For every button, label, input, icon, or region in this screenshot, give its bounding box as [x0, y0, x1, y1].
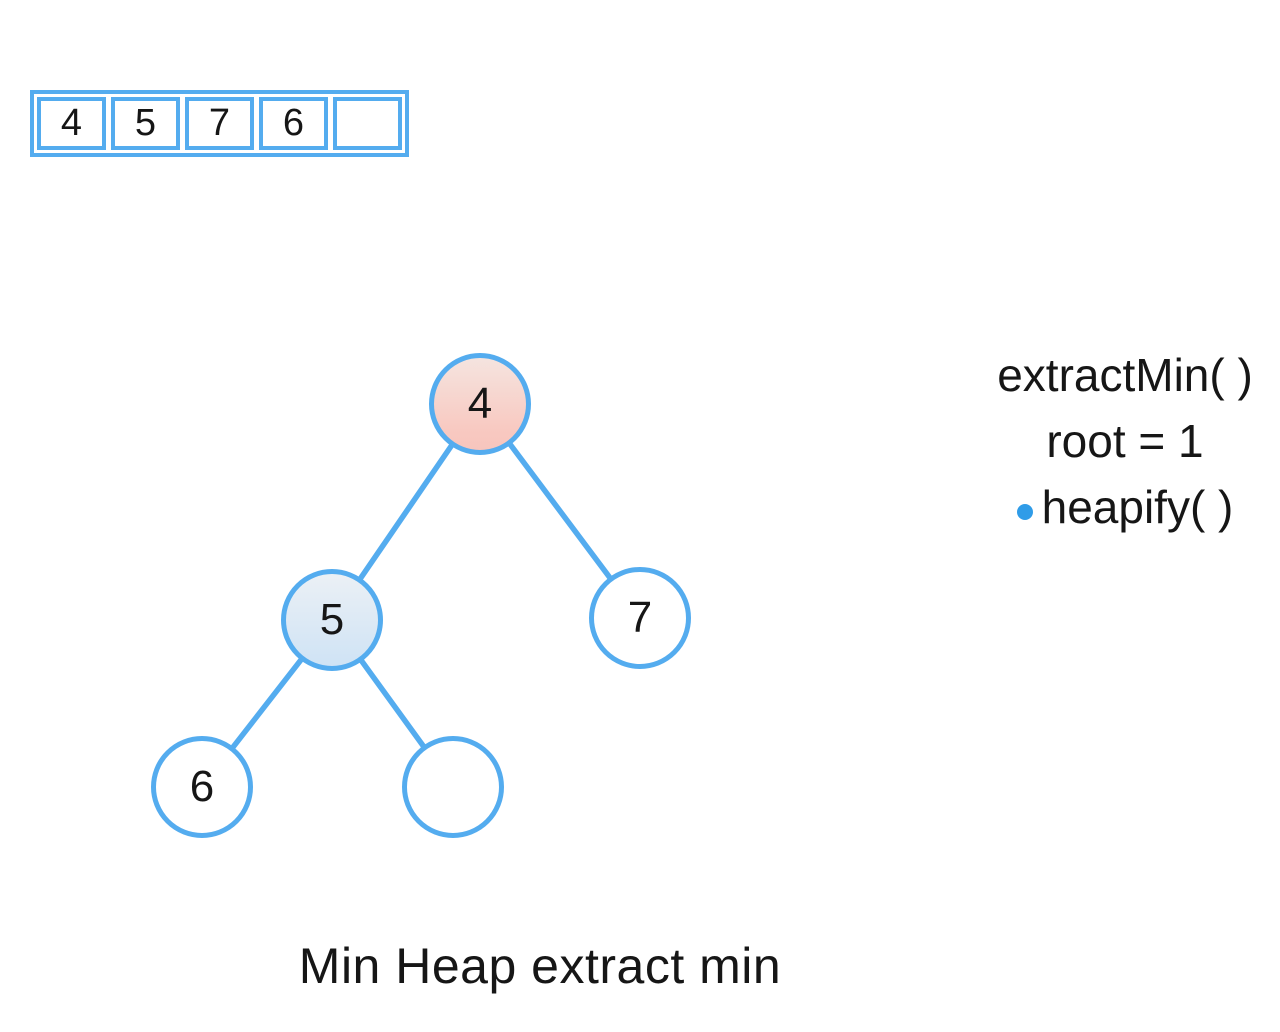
array-cell-0: 4	[37, 97, 106, 150]
tree-node-left-left: 6	[151, 736, 253, 838]
heap-array: 4 5 7 6	[30, 90, 409, 157]
array-cell-2: 7	[185, 97, 254, 150]
node-value: 6	[189, 762, 215, 811]
array-cell-1: 5	[111, 97, 180, 150]
array-cell-4-empty	[333, 97, 402, 150]
caption: Min Heap extract min	[298, 938, 782, 994]
tree-node-left-right-empty	[402, 736, 504, 838]
array-cell-3: 6	[259, 97, 328, 150]
tree-node-right: 7	[589, 567, 691, 669]
node-value: 7	[627, 593, 653, 642]
annotation-panel: extractMin( ) root = 1 heapify( )	[950, 342, 1280, 540]
annotation-heapify: heapify( )	[950, 474, 1280, 540]
annotation-root-index: root = 1	[1046, 415, 1204, 467]
node-value: 5	[319, 595, 345, 644]
tree-node-root: 4	[429, 353, 531, 455]
annotation-extractmin: extractMin( )	[997, 349, 1253, 401]
node-value: 4	[467, 379, 493, 428]
annotation-heapify-label: heapify( )	[1041, 481, 1234, 533]
tree-node-left: 5	[281, 569, 383, 671]
bullet-dot-icon	[1016, 503, 1033, 520]
